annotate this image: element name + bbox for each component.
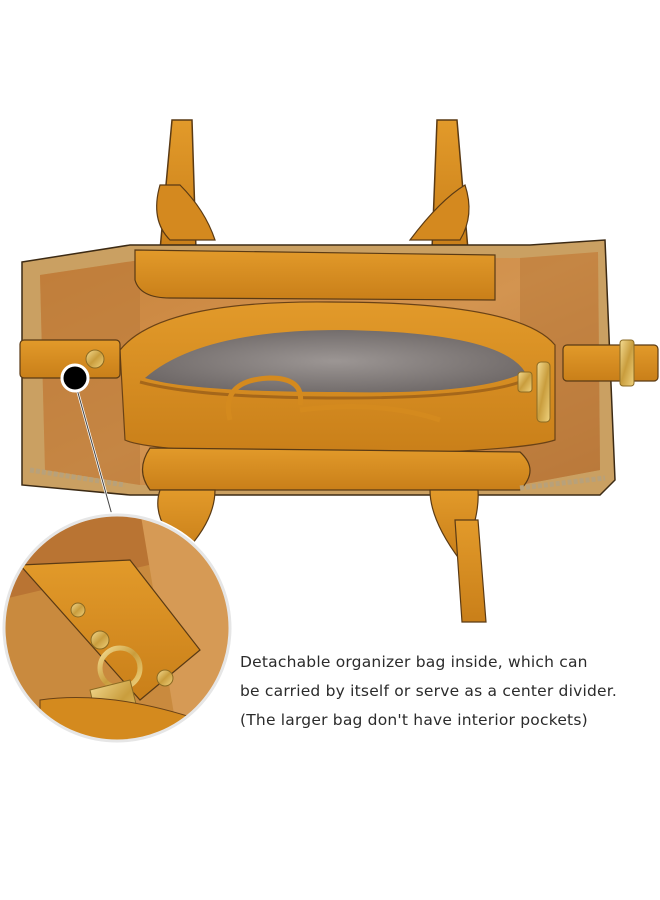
caption-line-3: (The larger bag don't have interior pock… (240, 711, 588, 729)
zipper-pull (536, 361, 551, 423)
product-caption: Detachable organizer bag inside, which c… (240, 648, 655, 735)
handbag-top-view (19, 119, 659, 623)
zoom-detail-circle (1, 512, 233, 744)
caption-line-1: Detachable organizer bag inside, which c… (240, 653, 588, 671)
caption-line-2: be carried by itself or serve as a cente… (240, 682, 618, 700)
snap-button (85, 349, 105, 369)
zipper-track (139, 376, 531, 400)
callout-marker (60, 363, 114, 516)
callout-dot (60, 363, 90, 393)
right-side-tab (562, 339, 659, 387)
organizer-pouch (119, 301, 556, 456)
pouch-lining (145, 330, 525, 393)
